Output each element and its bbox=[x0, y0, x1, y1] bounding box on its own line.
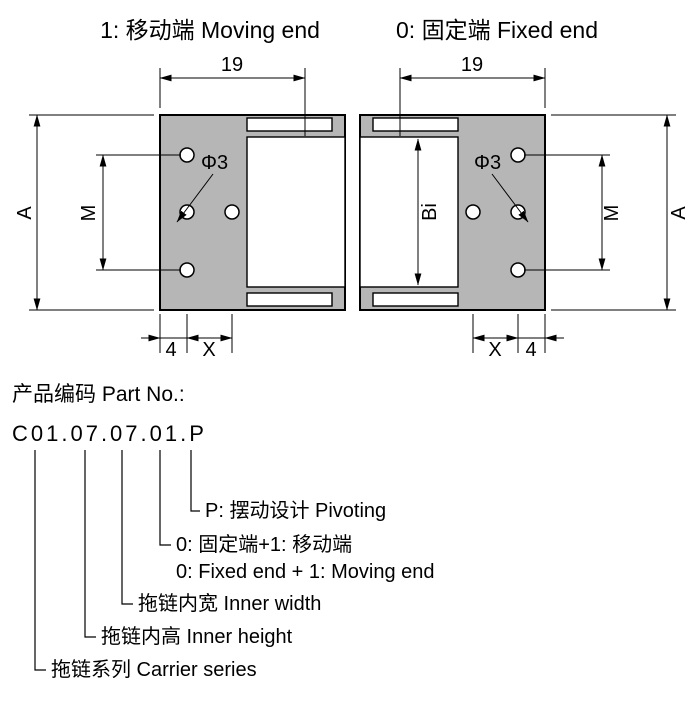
legend-inner-height: 拖链内高 Inner height bbox=[101, 625, 293, 648]
legend-connector bbox=[84, 450, 96, 638]
dim-4-label: 4 bbox=[525, 339, 536, 361]
mounting-hole bbox=[510, 262, 526, 278]
top-notch bbox=[372, 117, 459, 132]
legend-connector bbox=[190, 450, 200, 512]
legend-pivoting: P: 摆动设计 Pivoting bbox=[205, 499, 386, 522]
dim-M-label: M bbox=[601, 205, 623, 222]
part-no-heading: 产品编码 Part No.: bbox=[12, 383, 185, 406]
legend-end-type-en: 0: Fixed end + 1: Moving end bbox=[176, 561, 435, 583]
legend-connector bbox=[159, 450, 171, 546]
bottom-notch bbox=[372, 292, 459, 307]
mounting-hole bbox=[179, 147, 195, 163]
hole-dia-label: Φ3 bbox=[474, 152, 501, 174]
dim-M-label: M bbox=[78, 205, 100, 222]
mounting-hole bbox=[179, 262, 195, 278]
legend-connector bbox=[121, 450, 133, 605]
dim-width-label: 19 bbox=[461, 54, 483, 76]
part-number-section: 产品编码 Part No.: C01.07.07.01.P P: 摆动设计 Pi… bbox=[12, 383, 435, 681]
dim-A-label: A bbox=[668, 206, 690, 220]
legend-inner-width: 拖链内宽 Inner width bbox=[138, 592, 321, 615]
dim-width-label: 19 bbox=[221, 54, 243, 76]
leader-line bbox=[491, 173, 529, 223]
bottom-notch bbox=[246, 292, 333, 307]
mounting-hole bbox=[465, 204, 481, 220]
hole-dia-label: Φ3 bbox=[201, 152, 228, 174]
channel-opening bbox=[359, 136, 459, 288]
moving-end-title: 1: 移动端 Moving end bbox=[100, 17, 320, 43]
mounting-hole bbox=[179, 204, 195, 220]
leader-line bbox=[176, 173, 214, 223]
mounting-hole bbox=[510, 147, 526, 163]
mounting-hole bbox=[224, 204, 240, 220]
legend-end-type-cn: 0: 固定端+1: 移动端 bbox=[176, 533, 352, 556]
fixed-end-title: 0: 固定端 Fixed end bbox=[396, 17, 598, 43]
channel-opening bbox=[246, 136, 346, 288]
part-no-code: C01.07.07.01.P bbox=[12, 421, 207, 446]
mounting-hole bbox=[510, 204, 526, 220]
dim-Bi-label: Bi bbox=[419, 203, 441, 221]
legend-connector bbox=[34, 450, 46, 671]
dim-4-label: 4 bbox=[165, 339, 176, 361]
fixed-end-view: 19 A M Bi Φ3 X 4 bbox=[359, 54, 690, 361]
dim-X-label: X bbox=[488, 339, 501, 361]
dim-X-label: X bbox=[202, 339, 215, 361]
top-notch bbox=[246, 117, 333, 132]
dim-A-label: A bbox=[14, 206, 36, 220]
legend-carrier-series: 拖链系列 Carrier series bbox=[51, 658, 257, 681]
moving-end-view: 19 A M Φ3 4 X bbox=[14, 54, 346, 361]
